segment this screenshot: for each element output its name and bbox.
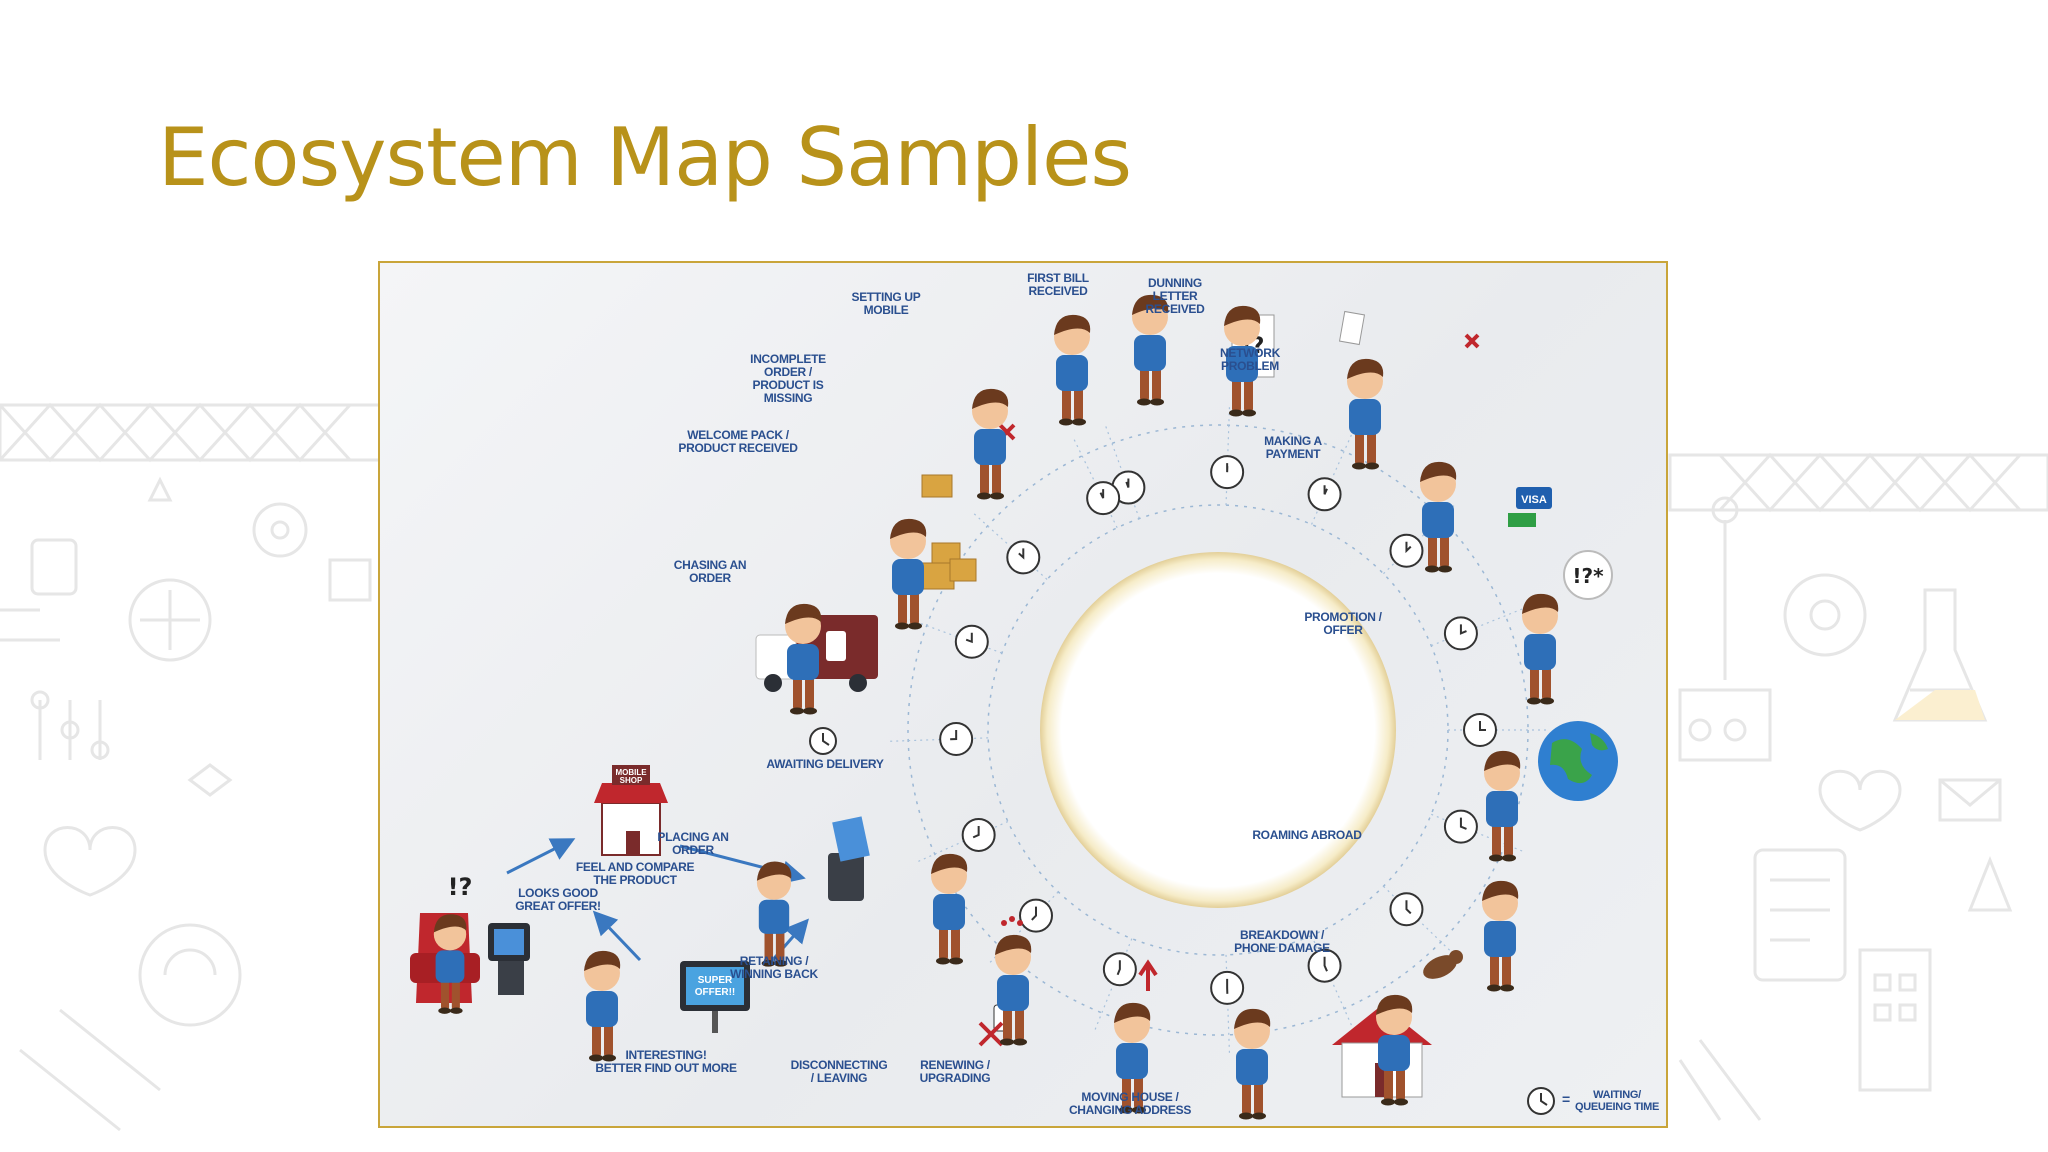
waiting-clock-icon [1102, 952, 1137, 987]
stage-label-chasing-order: CHASING AN ORDER [673, 558, 747, 585]
customer-figure [931, 853, 968, 965]
stage-label-welcome-pack: WELCOME PACK / PRODUCT RECEIVED [678, 428, 798, 455]
tv-icon [488, 923, 530, 995]
svg-text:SUPER: SUPER [698, 975, 733, 986]
super-offer-sign: SUPER OFFER!! [695, 975, 736, 998]
stage-label-breakdown: BREAKDOWN / PHONE DAMAGE [1234, 928, 1330, 955]
stage-label-dunning-letter: DUNNING LETTER RECEIVED [1145, 276, 1205, 316]
speech-bubble-icon [1563, 550, 1613, 600]
waiting-clock-icon [1389, 892, 1424, 927]
legend-label: WAITING/ QUEUEING TIME [1574, 1089, 1660, 1113]
network-x-icon [1464, 333, 1480, 349]
stage-label-moving-house: MOVING HOUSE / CHANGING ADDRESS [1068, 1090, 1192, 1117]
dog-icon [1423, 950, 1463, 979]
customer-figure [1420, 461, 1457, 573]
center-circle [1040, 552, 1396, 908]
stage-label-placing-order: PLACING AN ORDER [657, 830, 729, 857]
waiting-clock-icon [1210, 970, 1245, 1005]
customer-figure [433, 914, 467, 1014]
stage-label-awaiting-delivery: AWAITING DELIVERY [766, 757, 884, 771]
ecosystem-map-art: SUPER OFFER!! MOBILE SHOP [410, 294, 1618, 1120]
stage-label-interesting: INTERESTING! BETTER FIND OUT MORE [595, 1048, 737, 1075]
stage-label-renewing: RENEWING / UPGRADING [919, 1058, 991, 1085]
customer-figure [584, 950, 621, 1062]
legend-clock-icon [1527, 1087, 1555, 1115]
upgrade-arrow-icon [1138, 959, 1158, 991]
waiting-clock-icon [939, 722, 974, 757]
stage-label-looks-good: LOOKS GOOD GREAT OFFER! [515, 886, 601, 913]
svg-text:!?: !? [448, 873, 473, 901]
waiting-clock-icon [1463, 713, 1497, 747]
customer-figure [995, 934, 1032, 1046]
viewer-exclaim-sign: !? [448, 873, 473, 901]
customer-figure [1482, 880, 1519, 992]
legend-separator: = [1562, 1091, 1570, 1107]
customer-figure [972, 388, 1009, 500]
svg-text:VISA: VISA [1521, 494, 1547, 506]
speech-bubble-sign: !?* [1572, 564, 1604, 588]
hearts-icon [1001, 916, 1023, 926]
waiting-clock-icon [1307, 477, 1342, 512]
waiting-clock-icon [1443, 809, 1478, 844]
waiting-clocks [939, 455, 1497, 1005]
waiting-clock-icon [1018, 898, 1053, 933]
stage-label-network-problem: NETWORK PROBLEM [1220, 346, 1280, 373]
customer-figure [1224, 305, 1261, 417]
svg-text:MOBILE: MOBILE [615, 768, 647, 777]
waiting-clock-icon [1006, 540, 1041, 575]
waiting-clock-icon [961, 817, 996, 852]
map-spokes [888, 405, 1548, 1055]
dunning-letter-icon [1338, 310, 1366, 346]
mobile-shop-icon [594, 765, 668, 856]
waiting-clock-icon [1389, 533, 1424, 568]
customer-figure [1114, 1002, 1151, 1114]
customer-figures [433, 294, 1559, 1120]
stage-label-feel-compare: FEEL AND COMPARE THE PRODUCT [575, 860, 695, 887]
stage-label-promotion: PROMOTION / OFFER [1304, 610, 1382, 637]
waiting-clock-icon [1086, 481, 1121, 516]
stage-label-incomplete-order: INCOMPLETE ORDER / PRODUCT IS MISSING [750, 352, 826, 405]
waiting-clock-icon [954, 624, 989, 659]
slide-title: Ecosystem Map Samples [158, 111, 1132, 204]
svg-text:!?*: !?* [1572, 564, 1604, 588]
customer-figure [1484, 750, 1521, 862]
stage-label-disconnecting: DISCONNECTING / LEAVING [790, 1058, 888, 1085]
visa-card-icon [1508, 487, 1552, 527]
customer-figure [1054, 314, 1091, 426]
alarm-clock-icon [809, 727, 837, 755]
globe-icon [1538, 721, 1618, 801]
customer-figure [785, 603, 822, 715]
ecosystem-map: SUPER OFFER!! MOBILE SHOP [378, 261, 1668, 1128]
stage-label-retaining: RETAINING / WINNING BACK [730, 954, 818, 981]
stage-label-roaming: ROAMING ABROAD [1252, 828, 1362, 842]
stage-label-making-payment: MAKING A PAYMENT [1264, 434, 1322, 461]
stage-label-setting-up: SETTING UP MOBILE [851, 290, 921, 317]
visa-sign: VISA [1521, 494, 1547, 506]
customer-figure [1376, 994, 1413, 1106]
order-machine-icon [828, 816, 870, 901]
mobile-shop-sign: MOBILE SHOP [615, 768, 647, 785]
svg-text:OFFER!!: OFFER!! [695, 987, 736, 998]
stage-label-first-bill: FIRST BILL RECEIVED [1027, 271, 1089, 298]
customer-figure [890, 518, 927, 630]
package-boxes-icon [919, 474, 977, 590]
waiting-clock-icon [1443, 616, 1478, 651]
customer-figure [756, 861, 792, 967]
customer-figure [1347, 358, 1384, 470]
customer-figure [1522, 593, 1559, 705]
waiting-clock-icon [1210, 455, 1245, 490]
customer-figure [1132, 294, 1169, 406]
customer-figure [1234, 1008, 1271, 1120]
billboard-icon [680, 961, 750, 1033]
svg-text:SHOP: SHOP [620, 776, 643, 785]
waiting-clock-icon [1307, 948, 1342, 983]
